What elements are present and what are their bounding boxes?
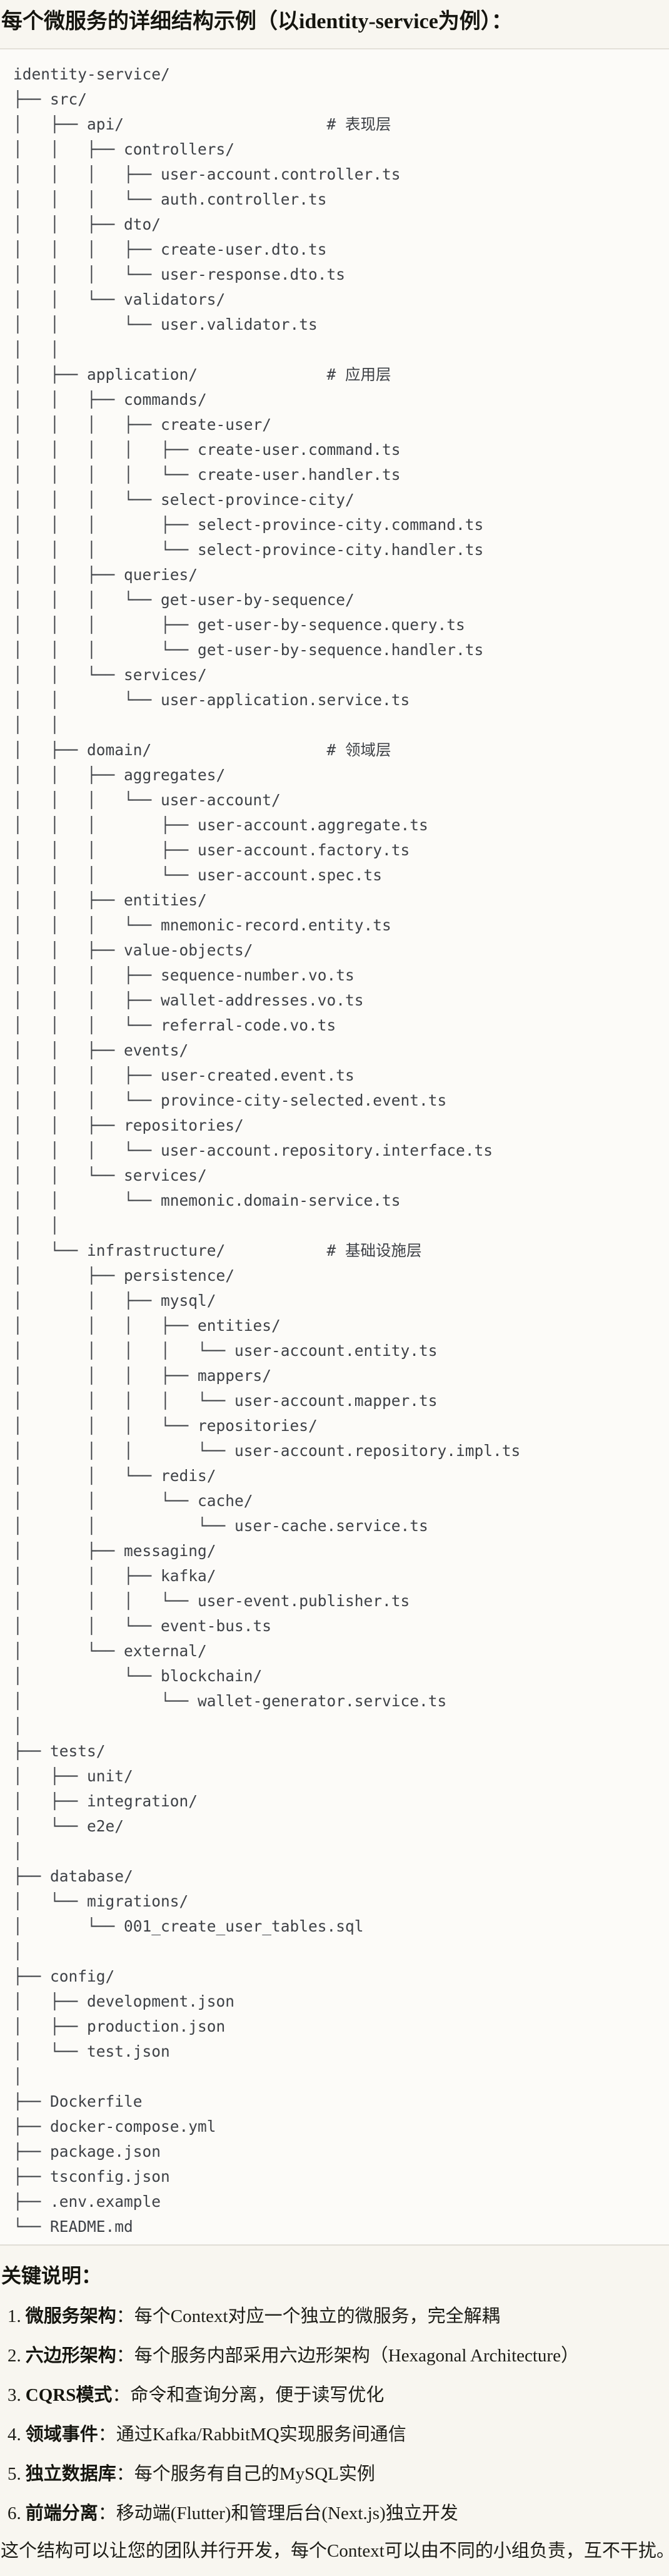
item-desc: 命令和查询分离，便于读写优化 xyxy=(130,2385,385,2405)
item-colon: ： xyxy=(116,2346,134,2366)
notes-heading: 关键说明： xyxy=(1,2264,102,2287)
item-colon: ： xyxy=(98,2425,116,2445)
list-item: 2.六边形架构：每个服务内部采用六边形架构（Hexagonal Architec… xyxy=(8,2343,669,2368)
item-term: 领域事件 xyxy=(25,2425,98,2445)
notes-list: 1.微服务架构：每个Context对应一个独立的微服务，完全解耦 2.六边形架构… xyxy=(0,2304,669,2526)
item-number: 6. xyxy=(8,2503,21,2523)
key-notes-section: 关键说明： 1.微服务架构：每个Context对应一个独立的微服务，完全解耦 2… xyxy=(0,2262,669,2563)
item-term: 前端分离 xyxy=(25,2503,98,2523)
item-desc: 通过Kafka/RabbitMQ实现服务间通信 xyxy=(116,2425,406,2445)
item-colon: ： xyxy=(116,2464,134,2484)
item-term: 独立数据库 xyxy=(25,2464,116,2484)
item-number: 1. xyxy=(8,2306,21,2326)
item-colon: ： xyxy=(98,2503,116,2523)
page-title: 每个微服务的详细结构示例（以identity-service为例）： xyxy=(1,10,513,33)
directory-tree-code-block: identity-service/ ├── src/ │ ├── api/ # … xyxy=(0,48,669,2246)
item-term: CQRS模式 xyxy=(25,2385,113,2405)
item-number: 2. xyxy=(8,2346,21,2366)
item-desc: 每个Context对应一个独立的微服务，完全解耦 xyxy=(134,2306,500,2326)
list-item: 4.领域事件：通过Kafka/RabbitMQ实现服务间通信 xyxy=(8,2422,669,2447)
item-desc: 移动端(Flutter)和管理后台(Next.js)独立开发 xyxy=(116,2503,458,2523)
item-number: 4. xyxy=(8,2425,21,2445)
item-term: 六边形架构 xyxy=(25,2346,116,2366)
directory-tree: identity-service/ ├── src/ │ ├── api/ # … xyxy=(13,65,521,2236)
list-item: 1.微服务架构：每个Context对应一个独立的微服务，完全解耦 xyxy=(8,2304,669,2329)
item-number: 5. xyxy=(8,2464,21,2484)
item-number: 3. xyxy=(8,2385,21,2405)
item-colon: ： xyxy=(116,2306,134,2326)
item-desc: 每个服务内部采用六边形架构（Hexagonal Architecture） xyxy=(134,2346,579,2366)
item-desc: 每个服务有自己的MySQL实例 xyxy=(134,2464,375,2484)
item-colon: ： xyxy=(112,2385,131,2405)
closing-paragraph: 这个结构可以让您的团队并行开发，每个Context可以由不同的小组负责，互不干扰… xyxy=(1,2541,669,2561)
list-item: 3.CQRS模式：命令和查询分离，便于读写优化 xyxy=(8,2383,669,2408)
list-item: 5.独立数据库：每个服务有自己的MySQL实例 xyxy=(8,2461,669,2487)
item-term: 微服务架构 xyxy=(25,2306,116,2326)
list-item: 6.前端分离：移动端(Flutter)和管理后台(Next.js)独立开发 xyxy=(8,2501,669,2526)
